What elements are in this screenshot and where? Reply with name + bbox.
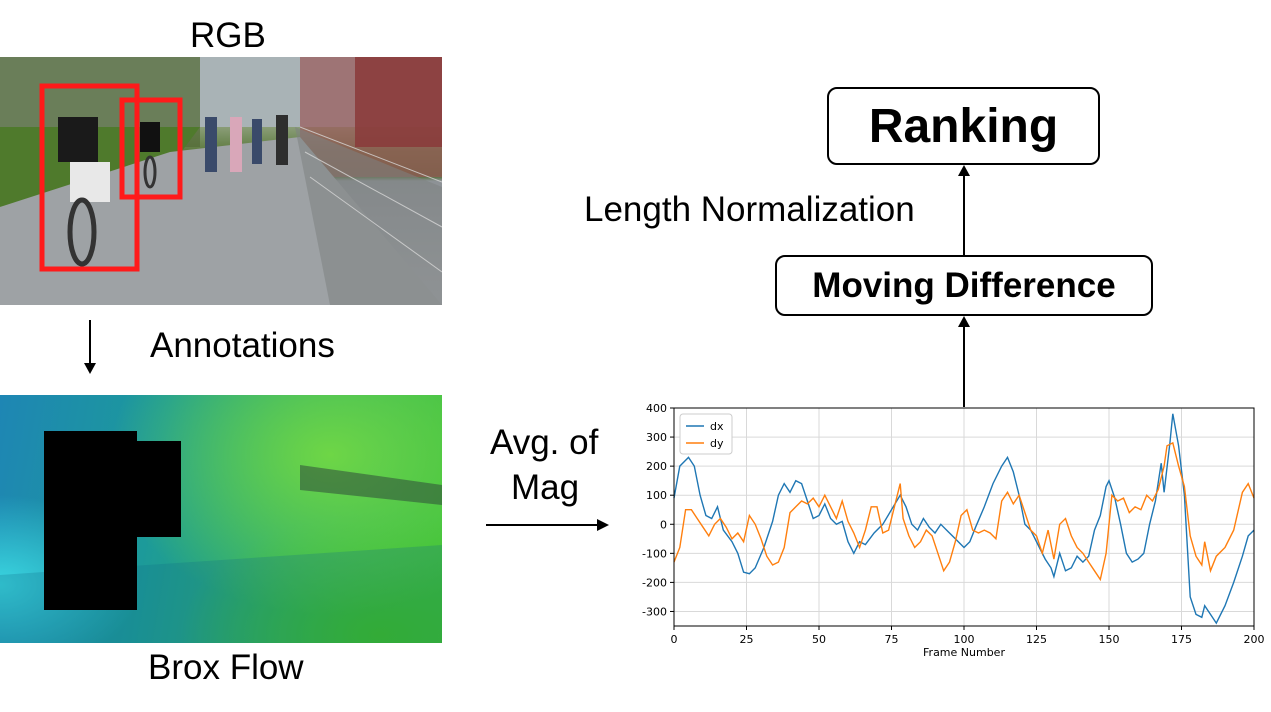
flow-fence-rail xyxy=(300,465,442,505)
x-axis-label: Frame Number xyxy=(923,646,1005,658)
x-tick-label: 0 xyxy=(671,633,678,646)
brox-flow-image xyxy=(0,395,442,643)
x-tick-label: 100 xyxy=(954,633,975,646)
x-tick-label: 125 xyxy=(1026,633,1047,646)
x-tick-label: 75 xyxy=(885,633,899,646)
displacement-line-chart: 0 25 50 75 100 125 150 175 200 400 300 200 100 0 -100 -… xyxy=(642,402,1265,658)
masked-region-2 xyxy=(120,441,181,537)
y-tick-label: 0 xyxy=(660,518,667,531)
y-tick-label: -200 xyxy=(642,576,667,589)
brox-flow-label: Brox Flow xyxy=(148,648,304,687)
x-tick-label: 200 xyxy=(1244,633,1265,646)
rgb-frame-image xyxy=(0,57,442,305)
annotation-box-2 xyxy=(119,97,183,200)
annotations-arrow xyxy=(84,320,96,374)
building xyxy=(355,57,442,147)
ranking-box: Ranking xyxy=(827,87,1100,165)
mag-label: Mag xyxy=(511,468,580,507)
x-tick-label: 175 xyxy=(1171,633,1192,646)
rgb-label: RGB xyxy=(190,16,266,55)
y-tick-label: 300 xyxy=(646,431,667,444)
moving-difference-arrow xyxy=(958,316,970,407)
y-tick-label: -300 xyxy=(642,605,667,618)
legend-label-dx: dx xyxy=(710,420,724,433)
plot-frame xyxy=(673,407,1255,627)
legend-box xyxy=(679,413,733,455)
series-line-dy xyxy=(673,441,1255,582)
legend-label-dy: dy xyxy=(710,437,724,450)
length-normalization-label: Length Normalization xyxy=(584,190,915,229)
cyclists xyxy=(58,117,160,267)
fence-wires xyxy=(299,126,442,273)
annotation-box-1 xyxy=(39,83,140,272)
flow-overlay xyxy=(0,431,442,643)
avg-mag-arrow xyxy=(486,519,609,531)
fence xyxy=(295,127,442,305)
y-tick-label: -100 xyxy=(642,547,667,560)
x-tick-label: 150 xyxy=(1099,633,1120,646)
rgb-scene xyxy=(0,57,442,305)
y-tick-label: 200 xyxy=(646,460,667,473)
x-tick-label: 25 xyxy=(740,633,754,646)
moving-difference-box: Moving Difference xyxy=(775,255,1153,316)
ranking-arrow xyxy=(958,165,970,257)
y-tick-label: 100 xyxy=(646,489,667,502)
y-tick-label: 400 xyxy=(646,402,667,415)
x-tick-label: 50 xyxy=(812,633,826,646)
avg-of-label: Avg. of xyxy=(490,423,599,462)
annotations-label: Annotations xyxy=(150,326,335,365)
pedestrians xyxy=(205,115,288,172)
